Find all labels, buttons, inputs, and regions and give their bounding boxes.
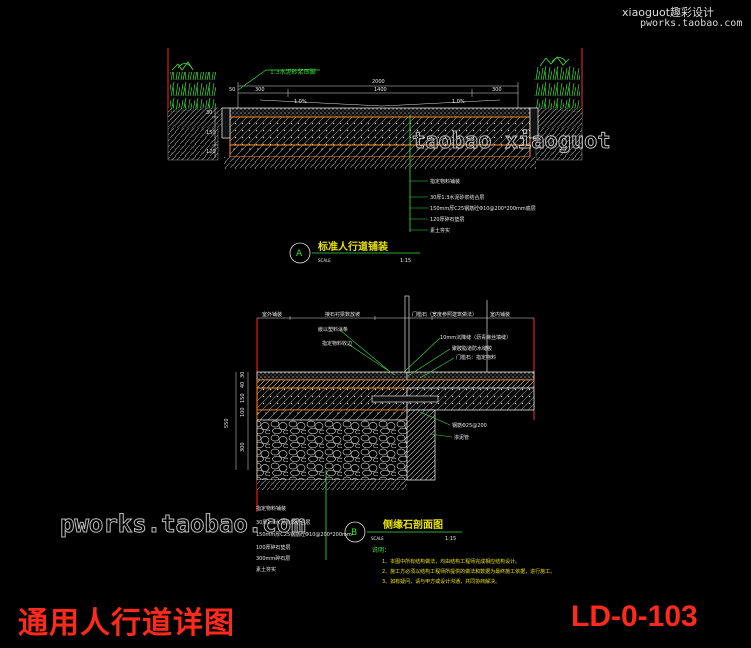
dim-edge: 50 bbox=[229, 87, 235, 93]
section-b-label: B bbox=[351, 528, 357, 538]
drawing-title: 通用人行道详图 bbox=[18, 606, 235, 641]
b-callout-2: 指定物料收边 bbox=[322, 340, 352, 347]
dim-mid: 1400 bbox=[374, 87, 387, 93]
section-a-label: A bbox=[296, 249, 303, 259]
b-callout-7: 渗泥管 bbox=[454, 434, 469, 441]
dim-vert-2: 150 bbox=[206, 130, 216, 136]
layer-b-5: 300mm碎石层 bbox=[256, 555, 290, 562]
layer-a-1: 指定物料铺装 bbox=[430, 178, 460, 185]
b-top-right-2: 室内铺装 bbox=[490, 311, 510, 318]
layer-b-4: 100厚碎石垫层 bbox=[256, 544, 291, 551]
b-dim-4: 150 bbox=[240, 393, 246, 403]
drawing-code: LD-0-103 bbox=[571, 600, 698, 633]
b-dim-2: 30 bbox=[240, 372, 246, 378]
section-a-scale: 1:15 bbox=[400, 258, 411, 264]
layer-b-2: 30厚1:3水泥砂浆结合层 bbox=[256, 519, 310, 526]
dim-right: 300 bbox=[492, 87, 502, 93]
b-callout-4: 聚胺脂道防水缝胶 bbox=[452, 345, 492, 352]
layer-b-1: 指定物料铺装 bbox=[256, 505, 286, 512]
section-b-drawing bbox=[235, 295, 535, 560]
b-dim-5: 100 bbox=[240, 407, 246, 417]
layer-b-6: 素土夯实 bbox=[256, 566, 276, 573]
section-b-scale-label: SCALE bbox=[371, 536, 384, 541]
dim-total: 2000 bbox=[372, 79, 385, 85]
b-callout-6: 钢筋Φ25@200 bbox=[452, 422, 487, 429]
section-a-title: 标准人行道铺装 bbox=[317, 240, 388, 253]
notes-item-3: 3、如有疑问，请与甲方或设计沟通，共同协商解决。 bbox=[382, 578, 500, 585]
layer-a-4: 120厚碎石垫层 bbox=[430, 216, 465, 223]
note-mortar: 1:3水泥砂浆压脚 bbox=[270, 68, 316, 76]
watermark-bottom: pworks.taobao.com bbox=[60, 510, 306, 538]
section-a-scale-label: SCALE bbox=[318, 258, 331, 263]
section-b-scale: 1:15 bbox=[445, 536, 456, 542]
section-a-drawing bbox=[167, 48, 583, 264]
dim-left: 300 bbox=[255, 87, 265, 93]
b-callout-5: 门槛石：指定物料 bbox=[456, 354, 496, 361]
b-dim-3: 40 bbox=[240, 382, 246, 388]
slope-left: 1.0% bbox=[294, 99, 307, 105]
b-callout-3: 10mm沉降缝（沥青麻丝填缝） bbox=[440, 334, 511, 341]
layer-a-5: 素土夯实 bbox=[430, 227, 450, 234]
dim-vert-3: 120 bbox=[206, 149, 216, 155]
b-top-right-1: 门槛石（宽度参照建筑做法） bbox=[412, 311, 477, 318]
layer-a-2: 30厚1:3水泥砂浆结合层 bbox=[430, 194, 484, 201]
watermark-middle: taobao xiaoguot bbox=[412, 129, 611, 154]
b-dim-1: 550 bbox=[224, 418, 230, 428]
layer-b-3: 150mm厚C25钢筋砼Φ10@200*200mm bbox=[256, 531, 352, 538]
dim-vert-1: 30 bbox=[206, 110, 212, 116]
layer-a-3: 150mm厚C25钢筋砼Φ10@200*200mm底层 bbox=[430, 205, 536, 212]
slope-right: 1.0% bbox=[452, 99, 465, 105]
watermark-corner-2: pworks.taobao.com bbox=[640, 18, 743, 29]
watermark-corner-1: xiaoguot趣彩设计 bbox=[622, 6, 715, 19]
notes-item-1: 1、本图中所有结构做法，均由结构工程师完成相应结构设计。 bbox=[382, 558, 520, 565]
b-top-mid: 接石衬梁数放坡 bbox=[325, 311, 360, 318]
notes-item-2: 2、施工方必须以结构工程师所提供的做法和数据为最终施工依据，进行施工。 bbox=[382, 568, 555, 575]
section-b-title: 侧缘石剖面图 bbox=[383, 518, 443, 531]
b-dim-6: 300 bbox=[240, 442, 246, 452]
notes-heading: 说明： bbox=[372, 546, 390, 554]
b-top-left: 室外铺装 bbox=[262, 311, 282, 318]
b-callout-1: 嵌以塑料涂条 bbox=[318, 326, 348, 333]
